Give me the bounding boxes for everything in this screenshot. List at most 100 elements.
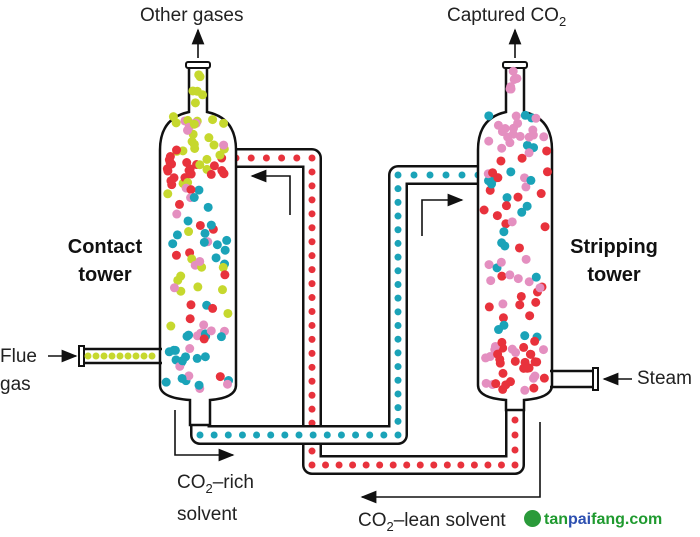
lean-solvent-pipe-particle bbox=[308, 377, 316, 385]
rich-solvent-arrow bbox=[174, 410, 235, 462]
lean-particle bbox=[493, 349, 503, 359]
rich-solvent-pipe-particle bbox=[224, 431, 232, 439]
lean-solvent-pipe-particle bbox=[430, 461, 438, 469]
gas-particle bbox=[219, 140, 229, 150]
rich-solvent-pipe-inner bbox=[192, 167, 478, 443]
lean-particle bbox=[529, 383, 539, 393]
mixed-particle bbox=[223, 308, 233, 318]
rich-solvent-pipe-particle bbox=[458, 171, 466, 179]
lean-solvent-label: CO2–lean solvent bbox=[358, 510, 506, 534]
contact-tower-cap bbox=[185, 61, 211, 69]
lean-solvent-pipe-particle bbox=[362, 461, 370, 469]
mixed-particle bbox=[186, 300, 196, 310]
flow-arrow-right-loop bbox=[421, 193, 464, 236]
lean-solvent-pipe-particle bbox=[308, 447, 316, 455]
other-gases-label: Other gases bbox=[140, 5, 244, 26]
stripping-tower-label-line1: Stripping bbox=[570, 236, 658, 258]
co2-particle bbox=[505, 84, 515, 94]
mixed-particle bbox=[484, 260, 494, 270]
mixed-particle bbox=[189, 192, 199, 202]
mixed-particle bbox=[163, 189, 173, 199]
mixed-particle bbox=[540, 222, 550, 232]
lean-particle bbox=[520, 385, 530, 395]
rich-solvent-pipe-particle bbox=[394, 171, 402, 179]
mixed-particle bbox=[516, 291, 526, 301]
lean-particle bbox=[539, 373, 549, 383]
mixed-particle bbox=[222, 235, 232, 245]
rich-particle bbox=[170, 345, 180, 355]
lean-solvent-pipe-particle bbox=[308, 321, 316, 329]
mixed-particle bbox=[505, 270, 515, 280]
lean-solvent-pipe-particle bbox=[457, 461, 465, 469]
flue-gas-particle bbox=[92, 352, 100, 360]
flue-gas-particle bbox=[108, 352, 116, 360]
mixed-particle bbox=[171, 250, 181, 260]
co2-particle bbox=[484, 136, 494, 146]
mixed-particle bbox=[194, 185, 204, 195]
mixed-particle bbox=[521, 182, 531, 192]
mixed-particle bbox=[497, 238, 507, 248]
lean-solvent-pipe-particle bbox=[389, 461, 397, 469]
mixed-particle bbox=[186, 185, 196, 195]
gas-particle bbox=[190, 98, 200, 108]
lean-particle bbox=[490, 341, 500, 351]
rich-particle bbox=[182, 331, 192, 341]
co2-particle bbox=[524, 132, 534, 142]
watermark-part3: fang.com bbox=[591, 511, 663, 528]
lean-solvent-pipe-particle bbox=[308, 461, 316, 469]
flue-pipe-flange bbox=[78, 345, 85, 367]
lean-particle bbox=[522, 363, 532, 373]
mixed-particle bbox=[522, 201, 532, 211]
mixed-particle bbox=[486, 276, 496, 286]
rich-particle bbox=[185, 344, 195, 354]
lean-solvent-pipe-particle bbox=[511, 431, 519, 439]
mixed-particle bbox=[211, 253, 221, 263]
rich-solvent-pipe-particle bbox=[394, 212, 402, 220]
lean-particle bbox=[519, 342, 529, 352]
mixed-particle bbox=[206, 220, 216, 230]
rich-particle bbox=[215, 372, 225, 382]
co2-particle bbox=[520, 110, 530, 120]
lean-solvent-pipe-particle bbox=[308, 294, 316, 302]
rich-particle bbox=[192, 331, 202, 341]
mixed-particle bbox=[524, 148, 534, 158]
mixed-particle bbox=[168, 239, 178, 249]
lean-solvent-pipe-particle bbox=[308, 196, 316, 204]
mixed-particle bbox=[531, 272, 541, 282]
co2-particle bbox=[497, 127, 507, 137]
lean-prefix: CO bbox=[358, 510, 387, 531]
mixed-particle bbox=[169, 283, 179, 293]
mixed-particle bbox=[536, 189, 546, 199]
co2-particle bbox=[515, 131, 525, 141]
mixed-particle bbox=[542, 146, 552, 156]
rich-solvent-pipe-particle bbox=[309, 431, 317, 439]
rich-particle bbox=[192, 353, 202, 363]
flue-gas-particle bbox=[132, 352, 140, 360]
mixed-particle bbox=[502, 193, 512, 203]
mixed-particle bbox=[515, 300, 525, 310]
rich-particle bbox=[200, 352, 210, 362]
rich-particle bbox=[199, 334, 209, 344]
solvent-particle bbox=[209, 161, 219, 171]
mixed-particle bbox=[493, 173, 503, 183]
mixed-particle bbox=[514, 243, 524, 253]
rich-solvent-pipe-particle bbox=[394, 417, 402, 425]
co2-particle bbox=[497, 143, 507, 153]
lean-particle bbox=[491, 379, 501, 389]
watermark-part1: tan bbox=[544, 511, 568, 528]
lean-solvent-pipe-particle bbox=[335, 461, 343, 469]
co2-particle bbox=[539, 132, 549, 142]
gas-particle bbox=[168, 112, 178, 122]
rich-solvent-pipe-particle bbox=[323, 431, 331, 439]
mixed-particle bbox=[521, 254, 531, 264]
rich-particle bbox=[177, 373, 187, 383]
watermark-logo-icon bbox=[524, 510, 541, 527]
lean-solvent-pipe-particle bbox=[308, 224, 316, 232]
mixed-particle bbox=[524, 277, 534, 287]
captured-co2-text: Captured CO bbox=[447, 5, 559, 26]
rich-solvent-pipe-particle bbox=[394, 253, 402, 261]
mixed-particle bbox=[220, 270, 230, 280]
mixed-particle bbox=[517, 153, 527, 163]
